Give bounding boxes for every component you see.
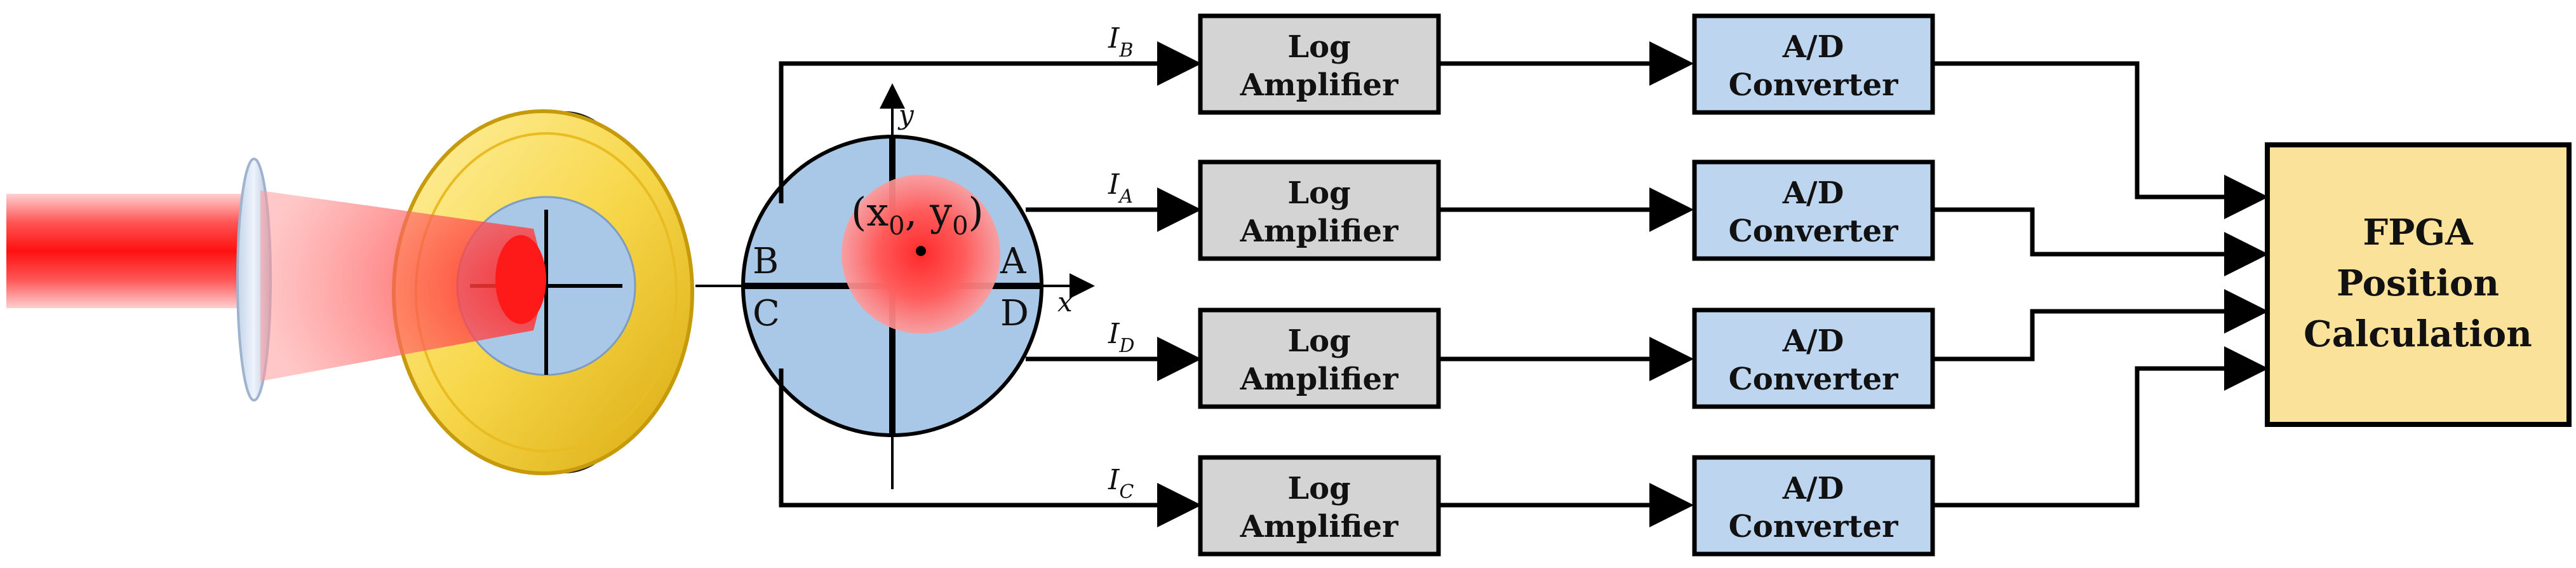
fpga-position-calculation: FPGA Position Calculation xyxy=(2265,142,2572,427)
signal-label-ia: IA xyxy=(1108,168,1133,208)
svg-text:Converter: Converter xyxy=(1729,67,1899,103)
svg-text:Log: Log xyxy=(1287,29,1350,65)
svg-text:A/D: A/D xyxy=(1782,175,1844,211)
ad-to-fpga-wires xyxy=(1933,61,2269,508)
svg-text:A/D: A/D xyxy=(1782,29,1844,65)
focused-beam-icon xyxy=(260,191,546,381)
log-amplifier-d: Log Amplifier xyxy=(1198,308,1441,409)
svg-text:Converter: Converter xyxy=(1729,362,1899,397)
beam-spot-on-detector xyxy=(495,235,546,324)
svg-text:Converter: Converter xyxy=(1729,509,1899,544)
wire-ib xyxy=(779,41,1202,203)
svg-text:Log: Log xyxy=(1287,323,1350,359)
ad-converter-c: A/D Converter xyxy=(1692,455,1935,557)
y-axis-label: y xyxy=(897,99,915,130)
log-amplifier-a: Log Amplifier xyxy=(1198,159,1441,261)
spot-coordinate-label: (x0, y0) xyxy=(851,189,984,241)
x-axis-label: x xyxy=(1057,287,1073,318)
quadrant-detector: (x0, y0) A B C D x y xyxy=(695,83,1095,489)
log-amplifier-c: Log Amplifier xyxy=(1198,455,1441,557)
svg-text:A/D: A/D xyxy=(1782,471,1844,506)
quadrant-label-a: A xyxy=(1000,241,1026,282)
svg-text:Log: Log xyxy=(1287,175,1350,211)
detector-output-wires xyxy=(779,41,1202,527)
signal-labels: IB IA ID IC xyxy=(1108,22,1134,503)
ad-converter-b: A/D Converter xyxy=(1692,13,1935,115)
signal-label-ic: IC xyxy=(1108,464,1134,503)
quadrant-label-b: B xyxy=(753,241,779,282)
ad-converter-d: A/D Converter xyxy=(1692,308,1935,409)
svg-text:Amplifier: Amplifier xyxy=(1240,509,1399,544)
signal-label-ib: IB xyxy=(1108,22,1133,62)
svg-text:Log: Log xyxy=(1287,471,1350,506)
ad-converter-a: A/D Converter xyxy=(1692,159,1935,261)
wire-ic xyxy=(779,369,1202,527)
log-to-ad-wires xyxy=(1439,41,1694,527)
svg-text:Amplifier: Amplifier xyxy=(1240,213,1399,249)
laser-illustration xyxy=(6,109,694,475)
log-amplifier-b: Log Amplifier xyxy=(1198,13,1441,115)
svg-text:Converter: Converter xyxy=(1729,213,1899,249)
spot-center-dot xyxy=(916,246,926,256)
quadrant-label-d: D xyxy=(1000,293,1029,334)
svg-text:Amplifier: Amplifier xyxy=(1240,67,1399,103)
svg-text:A/D: A/D xyxy=(1782,323,1844,359)
svg-text:Position: Position xyxy=(2337,262,2499,304)
svg-text:Amplifier: Amplifier xyxy=(1240,362,1399,397)
laser-beam-icon xyxy=(6,194,260,308)
signal-label-id: ID xyxy=(1108,318,1134,357)
svg-text:Calculation: Calculation xyxy=(2304,313,2532,355)
svg-text:FPGA: FPGA xyxy=(2363,212,2474,254)
log-amplifier-column: Log Amplifier Log Amplifier Log Amplifie… xyxy=(1198,13,1441,557)
quadrant-label-c: C xyxy=(753,293,780,334)
ad-converter-column: A/D Converter A/D Converter A/D Converte… xyxy=(1692,13,1935,557)
